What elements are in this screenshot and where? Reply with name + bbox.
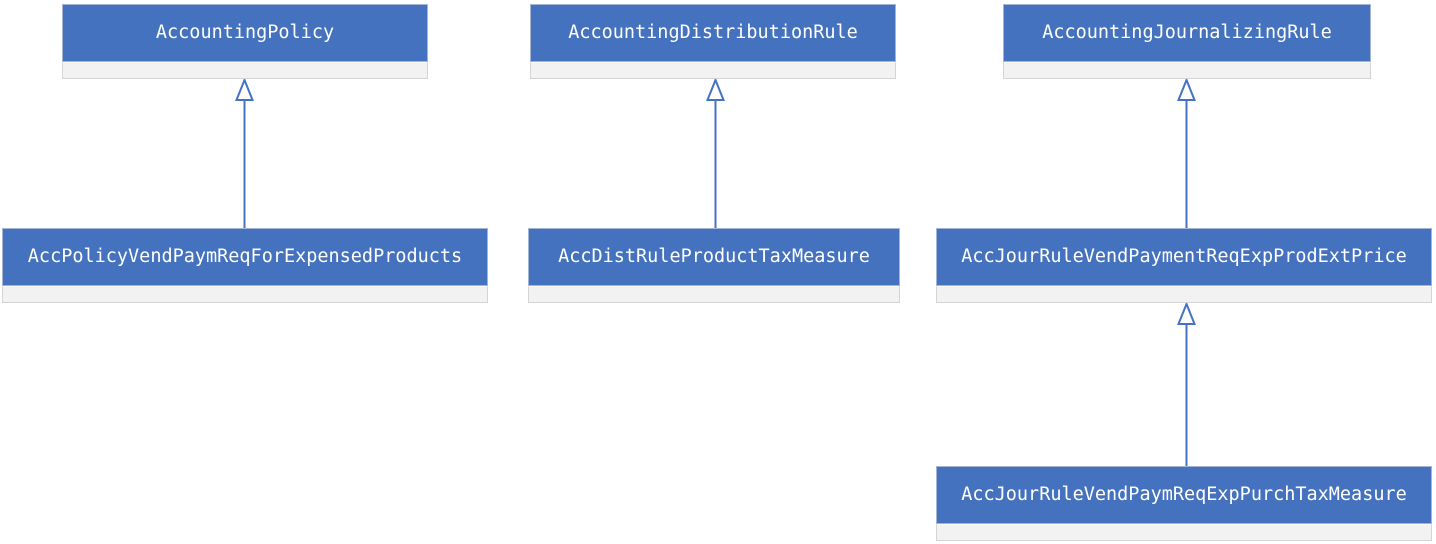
class-name: AccPolicyVendPaymReqForExpensedProducts xyxy=(2,228,488,286)
class-name: AccountingDistributionRule xyxy=(530,4,896,62)
generalization-arrow-policy xyxy=(235,77,254,228)
class-box-accounting-distribution-rule[interactable]: AccountingDistributionRule xyxy=(530,4,896,79)
class-members-compartment xyxy=(2,286,488,303)
class-members-compartment xyxy=(530,62,896,79)
class-name: AccountingPolicy xyxy=(62,4,428,62)
class-box-acc-jour-rule-vend-paym-req-exp-purch-tax-measure[interactable]: AccJourRuleVendPaymReqExpPurchTaxMeasure xyxy=(936,466,1432,541)
generalization-arrow-journalizing-lower xyxy=(1177,301,1196,466)
class-box-acc-policy-vend-paym-req-for-expensed-products[interactable]: AccPolicyVendPaymReqForExpensedProducts xyxy=(2,228,488,303)
generalization-arrow-distribution xyxy=(706,77,725,228)
class-members-compartment xyxy=(1003,62,1371,79)
class-name: AccJourRuleVendPaymentReqExpProdExtPrice xyxy=(936,228,1432,286)
class-box-acc-jour-rule-vend-payment-req-exp-prod-ext-price[interactable]: AccJourRuleVendPaymentReqExpProdExtPrice xyxy=(936,228,1432,303)
class-box-accounting-journalizing-rule[interactable]: AccountingJournalizingRule xyxy=(1003,4,1371,79)
class-box-accounting-policy[interactable]: AccountingPolicy xyxy=(62,4,428,79)
class-members-compartment xyxy=(936,286,1432,303)
generalization-arrow-journalizing-upper xyxy=(1177,77,1196,228)
class-members-compartment xyxy=(936,524,1432,541)
class-name: AccJourRuleVendPaymReqExpPurchTaxMeasure xyxy=(936,466,1432,524)
class-box-acc-dist-rule-product-tax-measure[interactable]: AccDistRuleProductTaxMeasure xyxy=(528,228,900,303)
class-members-compartment xyxy=(528,286,900,303)
class-name: AccountingJournalizingRule xyxy=(1003,4,1371,62)
class-members-compartment xyxy=(62,62,428,79)
class-name: AccDistRuleProductTaxMeasure xyxy=(528,228,900,286)
